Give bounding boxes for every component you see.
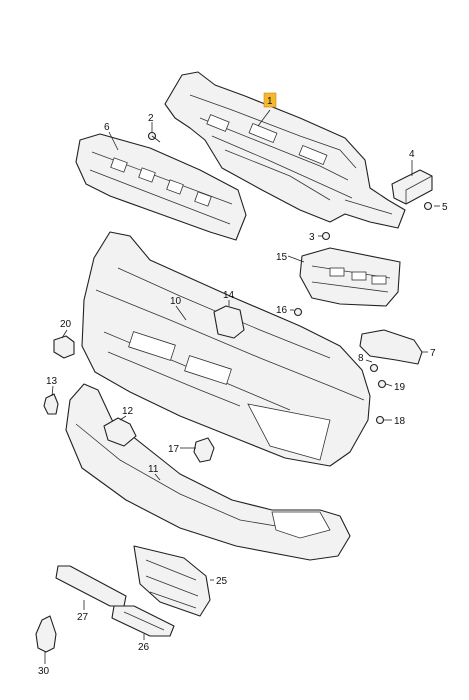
grille-26	[111, 605, 175, 637]
screw-18	[375, 415, 385, 425]
callout-27: 27	[77, 612, 89, 623]
callout-1-highlight	[263, 92, 277, 108]
callout-30: 30	[38, 666, 50, 677]
callout-6: 6	[104, 122, 110, 133]
callout-8: 8	[358, 353, 364, 364]
callout-10: 10	[170, 296, 182, 307]
callout-7: 7	[430, 348, 436, 359]
bumper-carrier	[164, 71, 406, 229]
bracket-12	[103, 417, 137, 447]
clip-20	[53, 335, 75, 359]
callout-2: 2	[148, 113, 154, 124]
callout-18: 18	[394, 416, 406, 427]
callout-19: 19	[394, 382, 406, 393]
callout-3: 3	[309, 232, 315, 243]
callout-13: 13	[46, 376, 58, 387]
callout-15: 15	[276, 252, 288, 263]
callout-16: 16	[276, 305, 288, 316]
callout-20: 20	[60, 319, 72, 330]
clip-17	[193, 437, 215, 463]
callout-5: 5	[442, 202, 448, 213]
bracket-7	[359, 329, 423, 365]
bracket-4	[391, 169, 433, 205]
grille-insert	[299, 247, 401, 307]
screw-3	[321, 231, 331, 241]
callout-4: 4	[409, 149, 415, 160]
fog-grille	[133, 545, 211, 617]
bumper-cover	[81, 231, 371, 467]
screw-16	[293, 307, 303, 317]
plug-13	[43, 393, 59, 415]
bracket-14	[213, 305, 245, 339]
callout-26: 26	[138, 642, 150, 653]
screw-5	[423, 201, 433, 211]
screw-19	[377, 379, 387, 389]
trim-strip-27	[55, 565, 127, 607]
screw-2	[147, 131, 161, 143]
callout-11: 11	[148, 464, 159, 475]
leader-lines	[44, 109, 440, 664]
lower-spoiler	[65, 383, 351, 561]
callout-17: 17	[168, 444, 180, 455]
callout-25: 25	[216, 576, 228, 587]
screw-8	[369, 363, 379, 373]
callout-14: 14	[223, 290, 235, 301]
cap-30	[35, 615, 57, 653]
energy-absorber	[75, 133, 247, 241]
callout-1: 1	[267, 96, 273, 107]
callout-12: 12	[122, 406, 134, 417]
